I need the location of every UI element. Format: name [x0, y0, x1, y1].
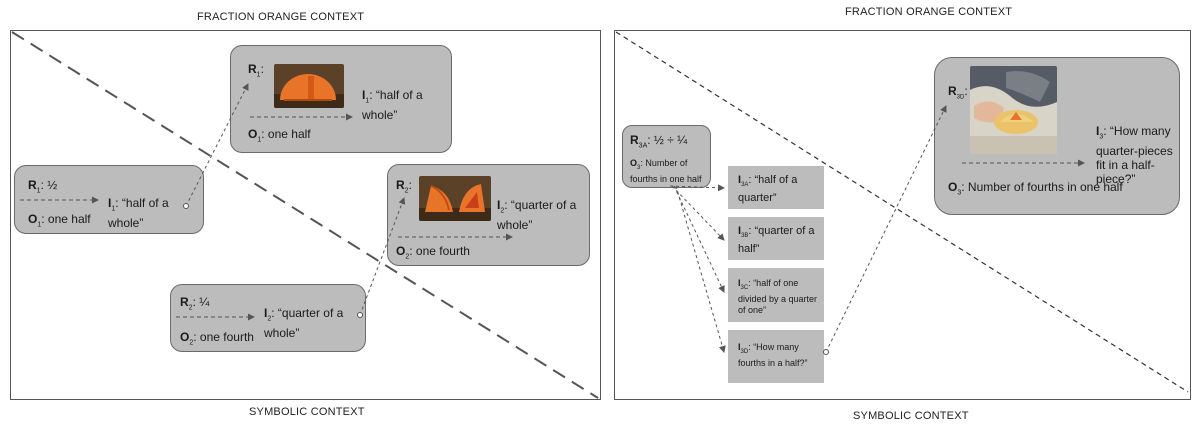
r1-symbolic-box	[14, 165, 204, 234]
orange-half-photo	[274, 64, 344, 108]
hands-orange-photo	[970, 66, 1057, 154]
r3d-r-label: R3D:	[948, 84, 968, 101]
i3b-label: I3B: “quarter of a half”	[738, 225, 815, 256]
r2-symbolic-r-label: R2: ¼	[180, 295, 210, 312]
i3c-box	[728, 268, 824, 322]
right-context-divider	[615, 31, 1189, 393]
r2-symbolic-o-label: O2: one fourth	[180, 330, 254, 347]
r2-orange-i-label: I2: “quarter of a whole”	[497, 198, 577, 233]
r2-orange-r-label: R2:	[396, 178, 412, 195]
r1-orange-i-label: I1: “half of a whole”	[362, 88, 423, 123]
orange-quarters-photo	[419, 176, 491, 221]
r2-symbolic-box	[170, 284, 366, 352]
r3a-box	[622, 125, 711, 188]
r1-symbolic-o-label: O1: one half	[28, 212, 91, 229]
r3a-r-label: R3A: ½ ÷ ¼	[630, 133, 688, 150]
left-context-divider	[11, 31, 599, 399]
left-bottom-context-label: SYMBOLIC CONTEXT	[249, 406, 365, 418]
r1-symbolic-r-label: R1: ½	[28, 178, 58, 195]
r2-symbolic-i-label: I2: “quarter of a whole”	[264, 306, 344, 341]
right-top-context-label: FRACTION ORANGE CONTEXT	[845, 6, 1013, 18]
r3a-o-label: O3: Number of fourths in one half	[630, 158, 702, 184]
i3d-label: I3D: “How many fourths in a half?”	[738, 342, 808, 368]
r2-orange-o-label: O2: one fourth	[396, 244, 470, 261]
r1-orange-r-label: R1:	[248, 62, 264, 79]
left-top-context-label: FRACTION ORANGE CONTEXT	[197, 11, 365, 23]
r1-symbolic-i-label: I1: “half of a whole”	[108, 196, 169, 231]
r1-orange-o-label: O1: one half	[248, 127, 311, 144]
r3d-i-label: I3: “How many quarter-pieces fit in a ha…	[1096, 124, 1173, 187]
right-bottom-context-label: SYMBOLIC CONTEXT	[853, 410, 969, 422]
i3a-label: I3A: “half of a quarter”	[738, 174, 798, 205]
i3d-box	[728, 330, 824, 383]
i3b-box	[728, 217, 824, 260]
i3a-box	[728, 166, 824, 209]
r3d-o-label: O3: Number of fourths in one half	[948, 180, 1123, 197]
i3c-label: I3C: “half of one divided by a quarter o…	[738, 278, 818, 315]
